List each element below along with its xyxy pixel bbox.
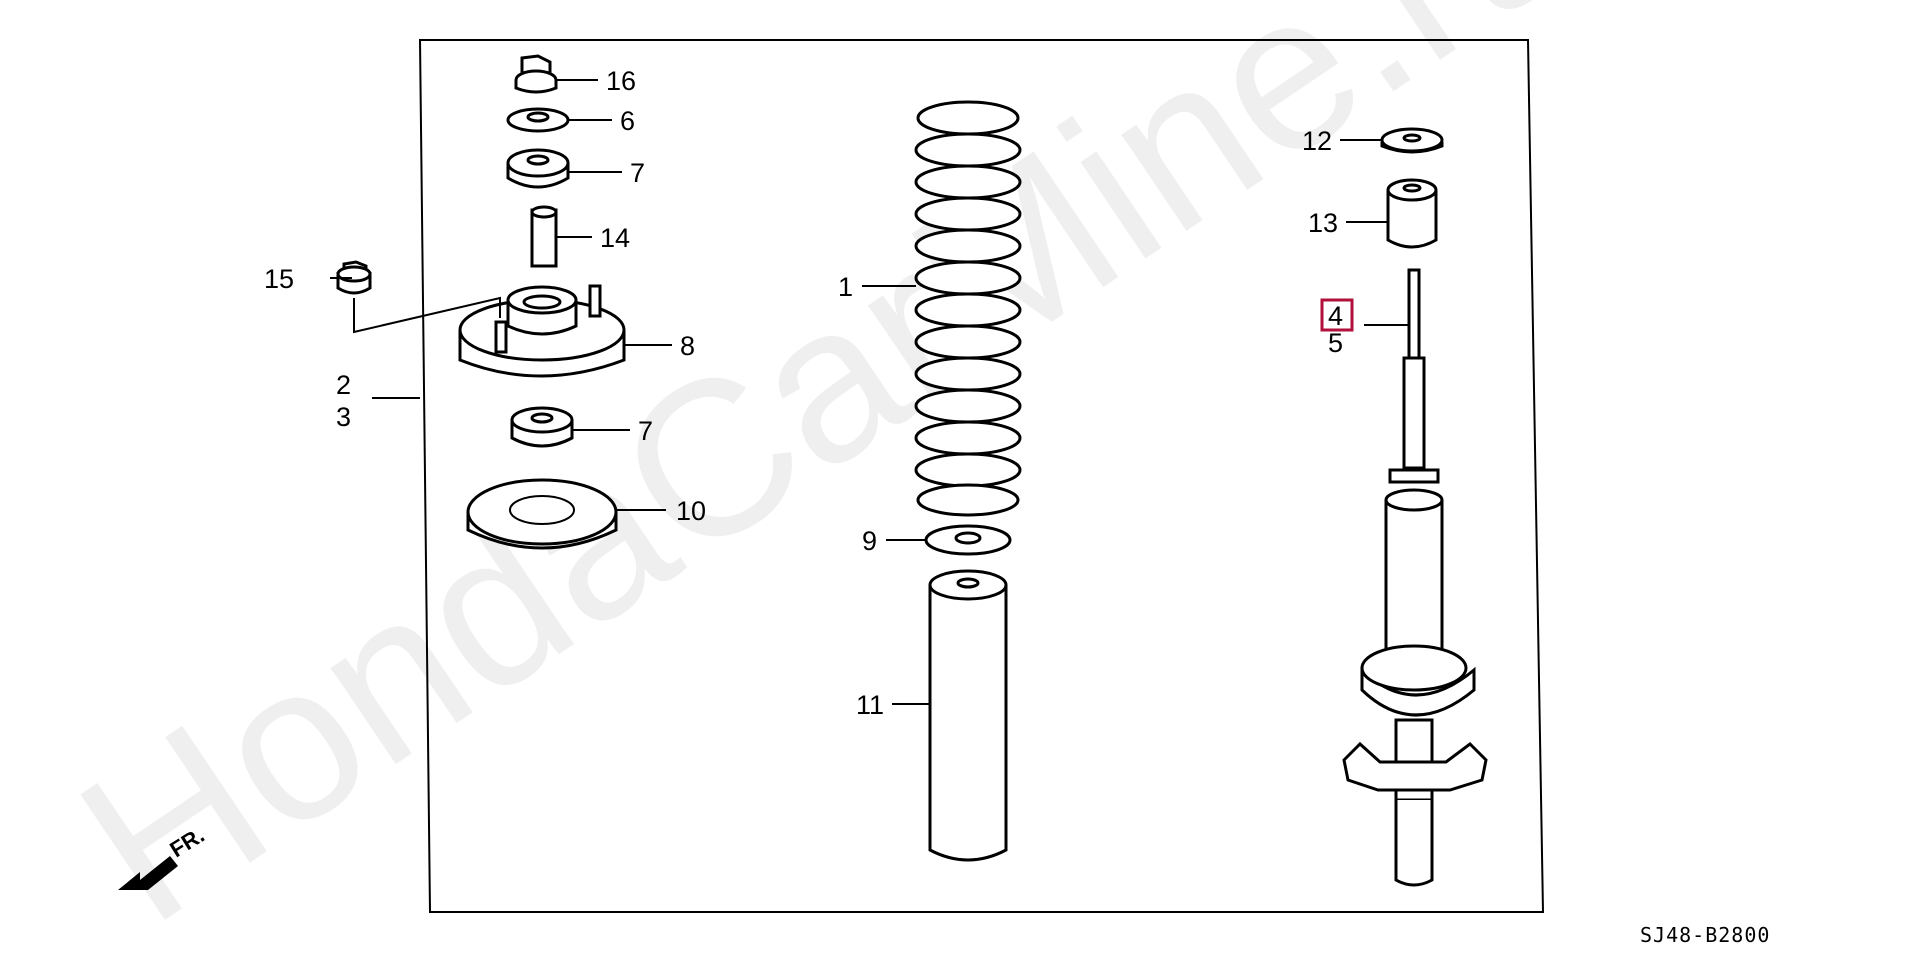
callout-7-lower[interactable]: 7: [638, 416, 653, 446]
part-9-washer[interactable]: [924, 524, 1012, 556]
part-16-nut[interactable]: [514, 54, 558, 94]
part-8-mount-base[interactable]: [458, 284, 626, 378]
part-13-bump-stop[interactable]: [1386, 178, 1438, 249]
callout-9[interactable]: 9: [862, 526, 877, 556]
callout-3[interactable]: 3: [336, 402, 351, 432]
callout-11[interactable]: 11: [856, 690, 884, 720]
callout-12[interactable]: 12: [1302, 126, 1332, 156]
part-4-5-shock-absorber[interactable]: [1342, 268, 1488, 887]
callout-8[interactable]: 8: [680, 331, 695, 361]
part-12-stopper-washer[interactable]: [1380, 127, 1444, 154]
diagram-frame: [418, 39, 1545, 913]
callout-7-upper[interactable]: 7: [630, 158, 645, 188]
callout-13[interactable]: 13: [1308, 208, 1338, 238]
callout-16[interactable]: 16: [606, 66, 636, 96]
callout-6[interactable]: 6: [620, 106, 635, 136]
callout-14[interactable]: 14: [600, 223, 630, 253]
callout-10[interactable]: 10: [676, 496, 706, 526]
callout-5[interactable]: 5: [1328, 328, 1343, 358]
callout-4-highlight: [1320, 298, 1354, 332]
callout-2[interactable]: 2: [336, 370, 351, 400]
part-1-coil-spring[interactable]: [914, 100, 1022, 517]
part-6-washer[interactable]: [506, 107, 570, 133]
drawing-code: SJ48-B2800: [1640, 923, 1770, 947]
part-7-upper-rubber[interactable]: [506, 148, 570, 189]
part-14-collar[interactable]: [530, 205, 558, 268]
part-7-lower-rubber[interactable]: [510, 406, 574, 448]
callout-4[interactable]: 4: [1328, 301, 1343, 331]
callout-1[interactable]: 1: [838, 272, 853, 302]
part-11-dust-boot[interactable]: [928, 569, 1008, 862]
part-10-rubber-seat[interactable]: [466, 478, 618, 550]
watermark: HondaCarMine.ru: [39, 0, 1616, 959]
callout-15[interactable]: 15: [264, 264, 294, 294]
leader-15-to-8: [353, 296, 501, 334]
